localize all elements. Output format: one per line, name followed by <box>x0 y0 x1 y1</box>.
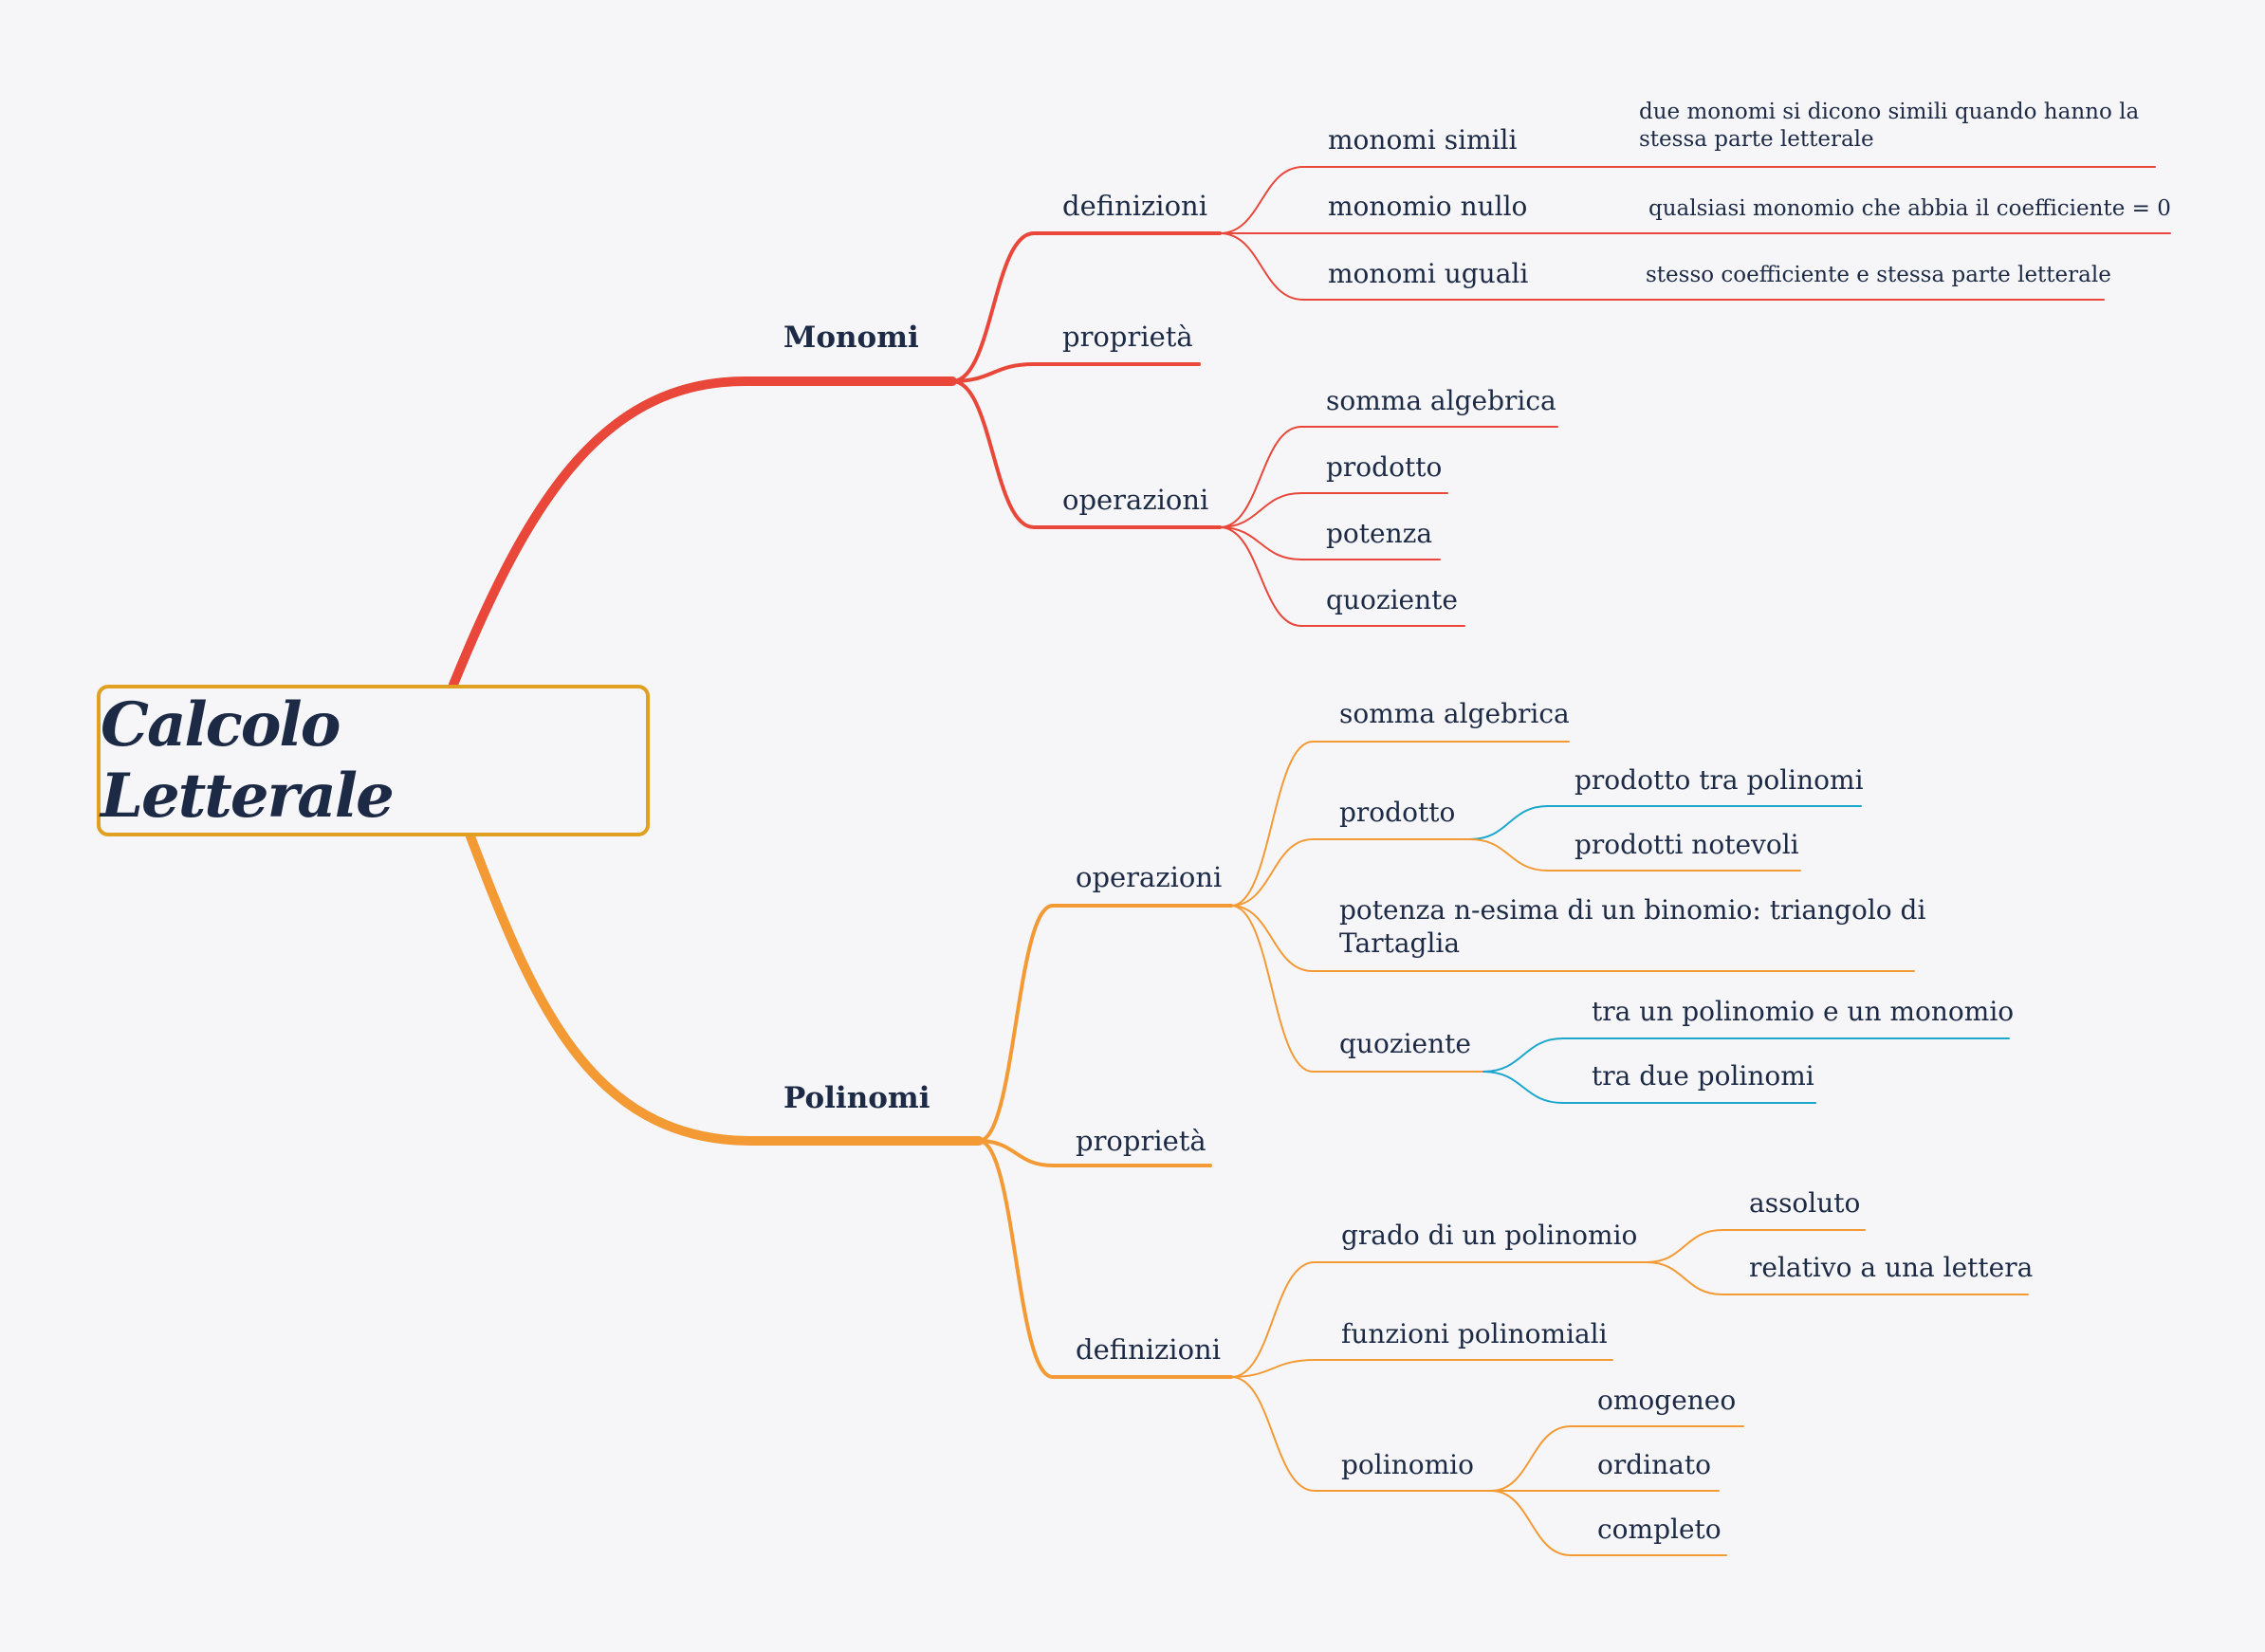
topic-monomi-definizioni[interactable]: definizioni <box>1062 190 1207 222</box>
topic-monomi-quoziente[interactable]: quoziente <box>1326 584 1458 615</box>
topic-tra-polinomio-monomio[interactable]: tra un polinomio e un monomio <box>1592 996 2015 1027</box>
topic-tra-due-polinomi[interactable]: tra due polinomi <box>1592 1060 1814 1092</box>
topic-monomi-operazioni[interactable]: operazioni <box>1062 484 1209 516</box>
connector-root-monomi <box>449 376 957 689</box>
connector-funzioni-polinomiali <box>1230 1359 1613 1378</box>
topic-prodotti-notevoli[interactable]: prodotti notevoli <box>1574 829 1799 860</box>
connector-grado-relativo <box>1646 1261 2029 1295</box>
topic-monomi-potenza[interactable]: potenza <box>1326 518 1433 549</box>
topic-polinomi-quoziente[interactable]: quoziente <box>1339 1028 1471 1059</box>
connector-grado-assoluto <box>1646 1229 1866 1263</box>
connector-prodotti-notevoli <box>1469 838 1801 872</box>
connector-monomi-somma <box>1219 426 1558 528</box>
connector-grado-polinomio <box>1230 1261 1648 1378</box>
connector-monomi-quoziente <box>1219 526 1465 627</box>
topic-monomi-simili[interactable]: monomi simili <box>1328 124 1518 156</box>
connector-polinomi-quoziente <box>1230 905 1484 1073</box>
connector-polinomi-potenza <box>1230 905 1915 972</box>
connector-polinomio <box>1230 1376 1492 1492</box>
connector-monomi-operazioni <box>950 379 1222 529</box>
connector-monomi-simili <box>1219 166 2156 234</box>
topic-grado-relativo[interactable]: relativo a una lettera <box>1749 1252 2034 1283</box>
topic-polinomio-completo[interactable]: completo <box>1597 1514 1722 1545</box>
connector-polinomi-prodotto <box>1230 838 1471 907</box>
topic-grado-assoluto[interactable]: assoluto <box>1749 1187 1861 1219</box>
topic-polinomi-operazioni[interactable]: operazioni <box>1076 861 1223 893</box>
root-topic-label: Calcolo Letterale <box>101 689 395 832</box>
connector-completo <box>1490 1490 1727 1556</box>
connector-monomi-definizioni <box>950 231 1222 383</box>
topic-potenza-binomio[interactable]: potenza n-esima di un binomio: triangolo… <box>1339 894 1926 959</box>
connector-omogeneo <box>1490 1425 1744 1492</box>
topic-monomio-nullo-desc[interactable]: qualsiasi monomio che abbia il coefficie… <box>1648 196 2171 221</box>
topic-monomi-proprieta[interactable]: proprietà <box>1062 321 1193 353</box>
connector-monomi-proprieta <box>950 362 1201 383</box>
topic-funzioni-polinomiali[interactable]: funzioni polinomiali <box>1341 1318 1608 1349</box>
topic-monomi[interactable]: Monomi <box>783 321 919 355</box>
connector-monomi-uguali <box>1219 232 2105 301</box>
connector-monomi-prodotto <box>1219 492 1448 528</box>
topic-monomi-simili-desc[interactable]: due monomi si dicono simili quando hanno… <box>1639 100 2140 152</box>
topic-polinomi-somma-algebrica[interactable]: somma algebrica <box>1339 698 1570 729</box>
connector-prodotto-tra-polinomi <box>1469 805 1862 840</box>
topic-grado-polinomio[interactable]: grado di un polinomio <box>1341 1220 1638 1251</box>
topic-monomi-somma-algebrica[interactable]: somma algebrica <box>1326 385 1556 416</box>
topic-polinomio-ordinato[interactable]: ordinato <box>1597 1449 1711 1480</box>
connector-polinomi-proprieta <box>977 1139 1212 1167</box>
topic-monomi-uguali[interactable]: monomi uguali <box>1328 258 1529 289</box>
topic-monomio-nullo[interactable]: monomio nullo <box>1328 191 1528 222</box>
topic-polinomi-prodotto[interactable]: prodotto <box>1339 797 1456 828</box>
connector-monomi-potenza <box>1219 526 1441 560</box>
connector-polinomi-operazioni <box>977 904 1233 1143</box>
topic-polinomio-omogeneo[interactable]: omogeneo <box>1597 1385 1737 1416</box>
connector-polinomi-somma <box>1230 741 1570 907</box>
connector-tra-due-polinomi <box>1482 1071 1816 1104</box>
topic-polinomi-proprieta[interactable]: proprietà <box>1076 1125 1206 1157</box>
topic-polinomi-definizioni[interactable]: definizioni <box>1076 1333 1221 1366</box>
topic-monomi-prodotto[interactable]: prodotto <box>1326 451 1443 483</box>
connector-polinomi-definizioni <box>977 1139 1233 1379</box>
topic-polinomio[interactable]: polinomio <box>1341 1449 1474 1480</box>
topic-polinomi[interactable]: Polinomi <box>783 1081 930 1115</box>
topic-prodotto-tra-polinomi[interactable]: prodotto tra polinomi <box>1574 764 1864 796</box>
connector-tra-polinomio-monomio <box>1482 1037 2010 1073</box>
root-topic[interactable]: Calcolo Letterale <box>97 685 650 836</box>
connector-root-polinomi <box>466 832 984 1146</box>
topic-monomi-uguali-desc[interactable]: stesso coefficiente e stessa parte lette… <box>1646 263 2111 287</box>
